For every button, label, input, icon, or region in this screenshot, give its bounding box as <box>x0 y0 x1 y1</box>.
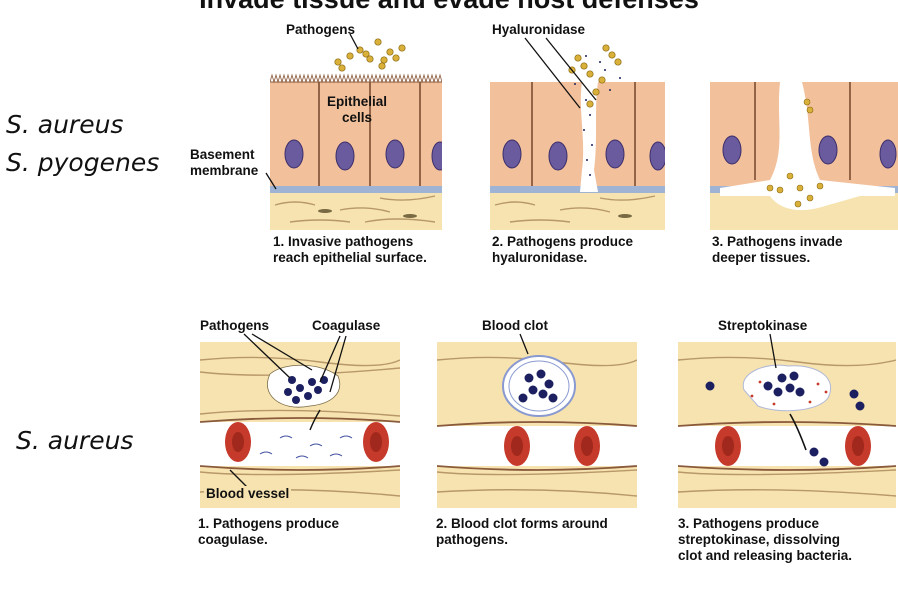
epithelium-panel-1 <box>270 70 442 230</box>
caption-top-1: 1. Invasive pathogens reach epithelial s… <box>273 234 427 266</box>
label-blood-clot: Blood clot <box>482 318 548 333</box>
label-streptokinase: Streptokinase <box>718 318 808 333</box>
blood-vessel-panel-1 <box>200 342 400 508</box>
organism-label-s-aureus: S. aureus <box>6 110 124 139</box>
label-blood-vessel: Blood vessel <box>204 486 292 502</box>
caption-bottom-3-line3: clot and releasing bacteria. <box>678 548 853 563</box>
caption-bottom-1-line1: 1. Pathogens produce <box>198 516 340 531</box>
caption-bottom-3-line2: streptokinase, dissolving <box>678 532 841 547</box>
caption-bottom-3: 3. Pathogens produce streptokinase, diss… <box>678 516 852 564</box>
caption-top-3-line2: deeper tissues. <box>712 250 811 265</box>
label-hyaluronidase: Hyaluronidase <box>492 22 586 37</box>
blood-vessel-panel-3 <box>678 342 896 508</box>
label-pathogens-top: Pathogens <box>286 22 356 37</box>
blood-vessel-panel-2 <box>437 342 637 508</box>
organism-label-s-aureus-row2: S. aureus <box>16 426 134 455</box>
label-pathogens-bottom: Pathogens <box>200 318 270 333</box>
label-coagulase: Coagulase <box>312 318 381 333</box>
label-epithelial-line1: Epithelial <box>326 94 387 109</box>
caption-bottom-2-line2: pathogens. <box>436 532 509 547</box>
epithelium-panel-2 <box>490 70 665 230</box>
label-epithelial-cells: Epithelial cells <box>322 94 392 126</box>
label-basement-line2: membrane <box>190 163 259 178</box>
caption-bottom-1: 1. Pathogens produce coagulase. <box>198 516 339 548</box>
caption-bottom-2-line1: 2. Blood clot forms around <box>436 516 608 531</box>
caption-bottom-3-line1: 3. Pathogens produce <box>678 516 820 531</box>
caption-top-3-line1: 3. Pathogens invade <box>712 234 843 249</box>
caption-top-3: 3. Pathogens invade deeper tissues. <box>712 234 843 266</box>
page-title: Invade tissue and evade host defenses <box>0 0 898 15</box>
caption-bottom-1-line2: coagulase. <box>198 532 268 547</box>
label-basement-membrane: Basement membrane <box>190 147 258 179</box>
epithelium-panel-3 <box>710 70 898 230</box>
label-basement-line1: Basement <box>190 147 255 162</box>
caption-top-2-line2: hyaluronidase. <box>492 250 588 265</box>
caption-bottom-2: 2. Blood clot forms around pathogens. <box>436 516 608 548</box>
caption-top-2-line1: 2. Pathogens produce <box>492 234 634 249</box>
label-epithelial-line2: cells <box>341 110 373 125</box>
organism-label-s-pyogenes: S. pyogenes <box>6 148 160 177</box>
caption-top-2: 2. Pathogens produce hyaluronidase. <box>492 234 633 266</box>
caption-top-1-line2: reach epithelial surface. <box>273 250 427 265</box>
caption-top-1-line1: 1. Invasive pathogens <box>273 234 414 249</box>
